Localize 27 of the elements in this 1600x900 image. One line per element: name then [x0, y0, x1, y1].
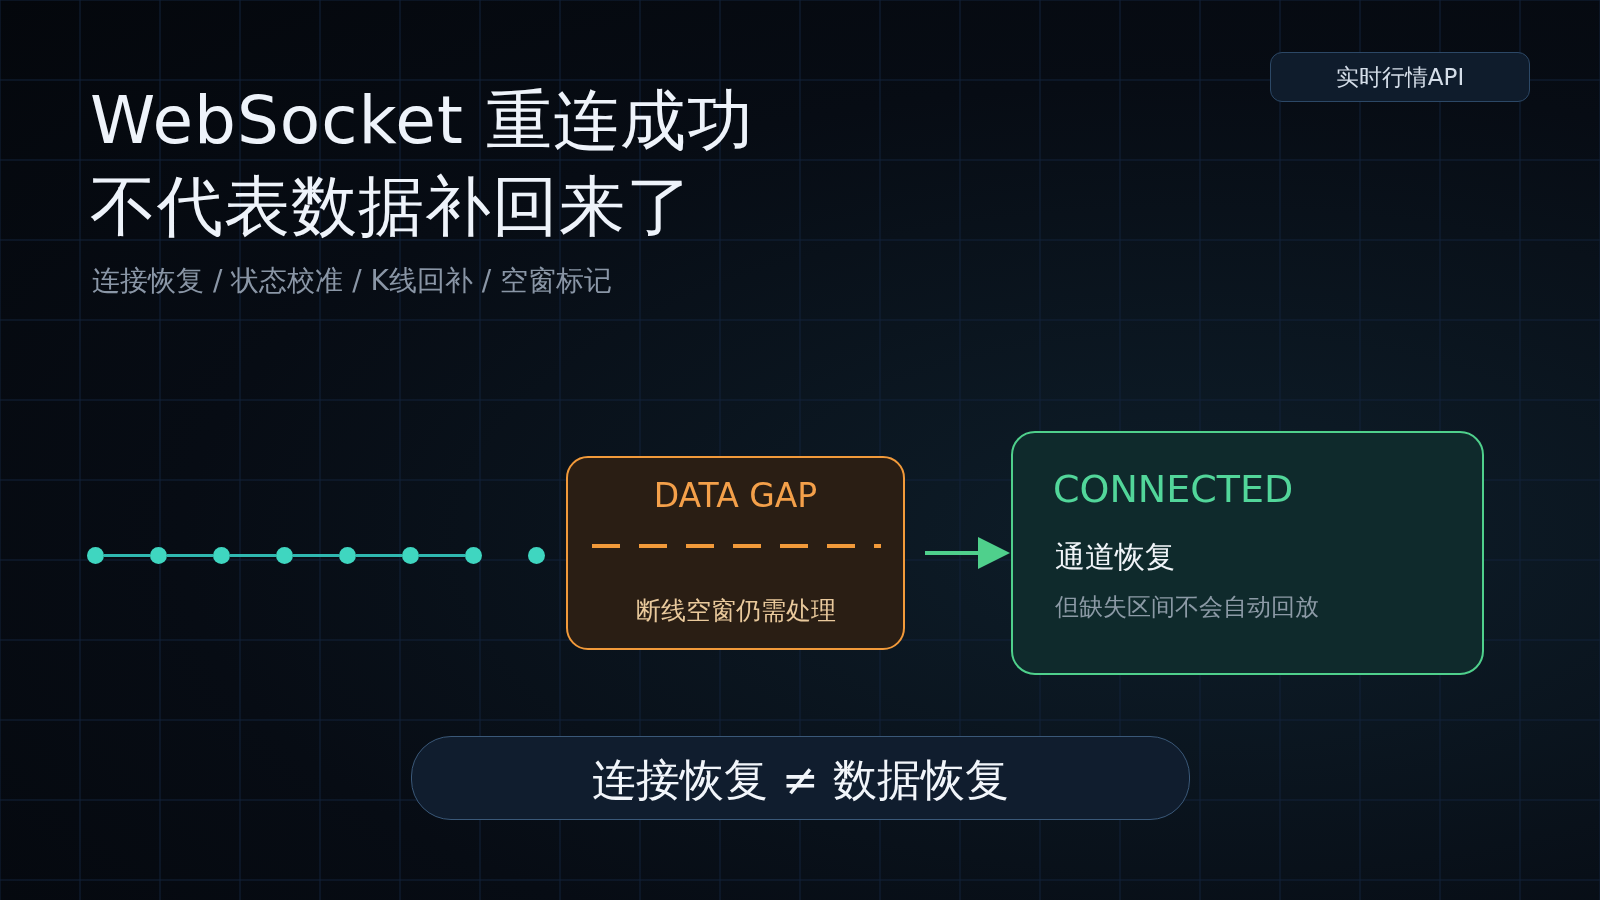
timeline-dot	[213, 547, 230, 564]
node-text: 断线空窗仍需处理	[634, 595, 837, 627]
connector-line	[356, 554, 402, 557]
timeline-dot	[339, 547, 356, 564]
data-gap-box	[566, 456, 905, 650]
timeline-dot	[276, 547, 293, 564]
heading: DATA GAP	[652, 476, 819, 515]
connector-line	[419, 554, 465, 557]
arrow	[925, 537, 1010, 569]
subheading: 通道恢复	[1055, 538, 1175, 576]
connector-line	[167, 554, 213, 557]
timeline-dot	[402, 547, 419, 564]
subtitle: 连接恢复 / 状态校准 / K线回补 / 空窗标记	[92, 263, 613, 299]
badge	[1270, 52, 1530, 102]
connector-line	[104, 554, 150, 557]
banner-text: 连接恢复 ≠ 数据恢复	[591, 753, 1010, 807]
timeline-dot	[150, 547, 167, 564]
timeline-dot	[465, 547, 482, 564]
connected-box	[1011, 431, 1484, 675]
timeline-dot	[528, 547, 545, 564]
title: WebSocket 重连成功不代表数据补回来了	[90, 81, 755, 247]
connector-line	[230, 554, 276, 557]
connector-line	[293, 554, 339, 557]
timeline-dot	[87, 547, 104, 564]
description: 但缺失区间不会自动回放	[1055, 592, 1319, 623]
badge-text: 实时行情API	[1334, 63, 1466, 92]
heading: CONNECTED	[1053, 467, 1294, 511]
